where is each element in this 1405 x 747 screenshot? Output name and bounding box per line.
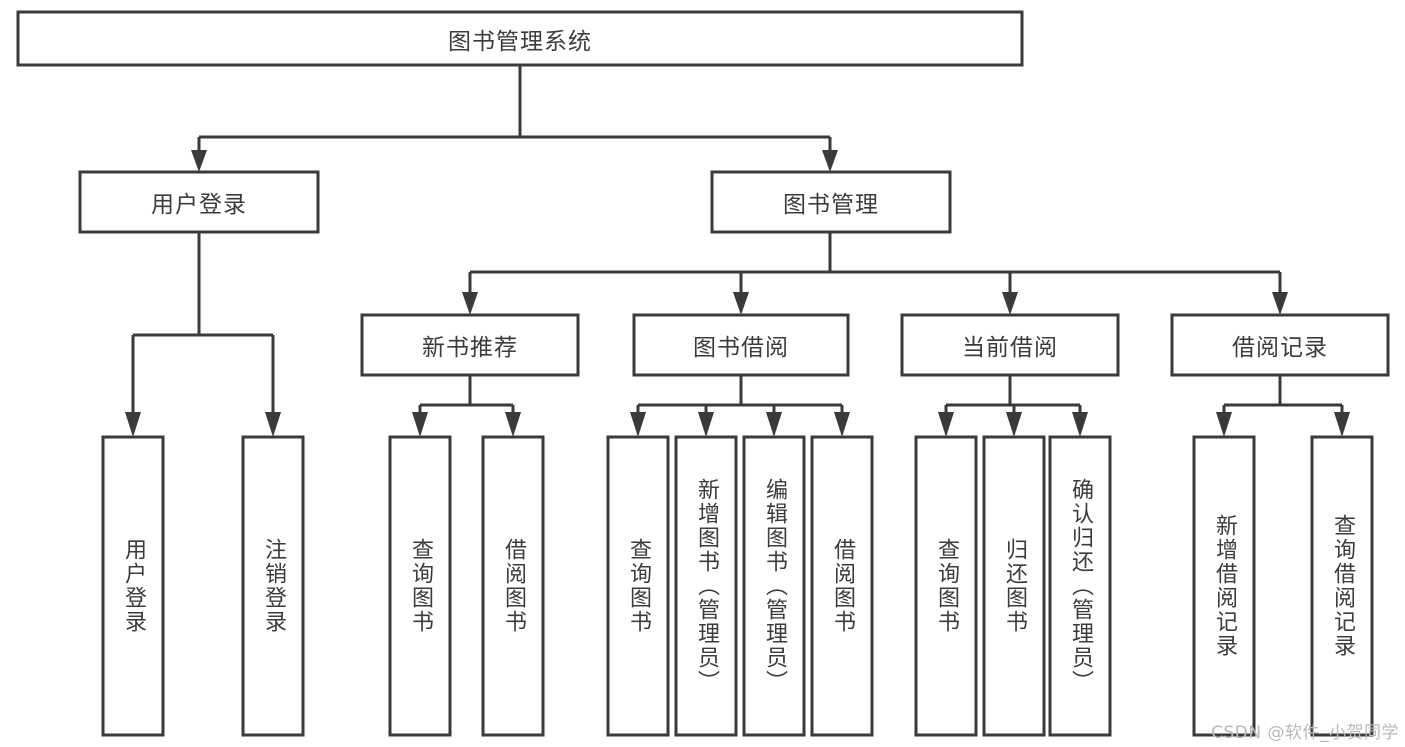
- leaf-bookborrow-edit-book[interactable]: [742, 435, 806, 737]
- node-current-borrow[interactable]: [900, 313, 1120, 377]
- arrow-head-newbook-leaf-1: [412, 412, 428, 437]
- arrow-head-leaf-user-login: [125, 412, 141, 437]
- arrow-head-currentborrow-leaf-3: [1072, 412, 1088, 437]
- arrow-head-user-login: [191, 150, 207, 172]
- leaf-currentborrow-return-book[interactable]: [982, 435, 1046, 737]
- arrow-head-bookborrow-leaf-4: [834, 412, 850, 437]
- arrow-head-book-manage: [822, 150, 838, 172]
- arrow-head-borrowrecord-leaf-1: [1216, 412, 1232, 437]
- arrow-head-book-borrow: [733, 292, 749, 315]
- arrow-head-current-borrow: [1002, 292, 1018, 315]
- leaf-newbook-borrow-book[interactable]: [481, 435, 545, 737]
- arrow-head-bookborrow-leaf-1: [630, 412, 646, 437]
- node-rect-group: [16, 10, 1390, 737]
- leaf-currentborrow-confirm-return[interactable]: [1048, 435, 1112, 737]
- arrow-head-bookborrow-leaf-3: [766, 412, 782, 437]
- leaf-user-login[interactable]: [101, 435, 165, 737]
- leaf-newbook-query-book[interactable]: [388, 435, 452, 737]
- node-book-manage[interactable]: [710, 170, 952, 234]
- arrow-head-currentborrow-leaf-2: [1006, 412, 1022, 437]
- leaf-bookborrow-add-book[interactable]: [674, 435, 738, 737]
- connector-group: [125, 65, 1350, 437]
- node-user-login[interactable]: [78, 170, 320, 234]
- node-new-book-recommend[interactable]: [360, 313, 580, 377]
- arrow-head-leaf-logout: [265, 412, 281, 437]
- node-borrow-record[interactable]: [1170, 313, 1390, 377]
- arrow-head-newbook-leaf-2: [505, 412, 521, 437]
- arrow-head-bookborrow-leaf-2: [698, 412, 714, 437]
- leaf-borrowrecord-query-record[interactable]: [1310, 435, 1374, 737]
- leaf-logout[interactable]: [241, 435, 305, 737]
- leaf-bookborrow-query-book[interactable]: [606, 435, 670, 737]
- leaf-borrowrecord-add-record[interactable]: [1192, 435, 1256, 737]
- node-book-borrow[interactable]: [632, 313, 850, 377]
- watermark-text: CSDN @软件_小贺同学: [1211, 723, 1399, 743]
- arrow-head-borrow-record: [1272, 292, 1288, 315]
- arrow-head-borrowrecord-leaf-2: [1334, 412, 1350, 437]
- node-root[interactable]: [16, 10, 1024, 67]
- leaf-bookborrow-borrow-book[interactable]: [810, 435, 874, 737]
- leaf-currentborrow-query-book[interactable]: [914, 435, 978, 737]
- arrow-head-new-book: [462, 292, 478, 315]
- arrow-head-currentborrow-leaf-1: [938, 412, 954, 437]
